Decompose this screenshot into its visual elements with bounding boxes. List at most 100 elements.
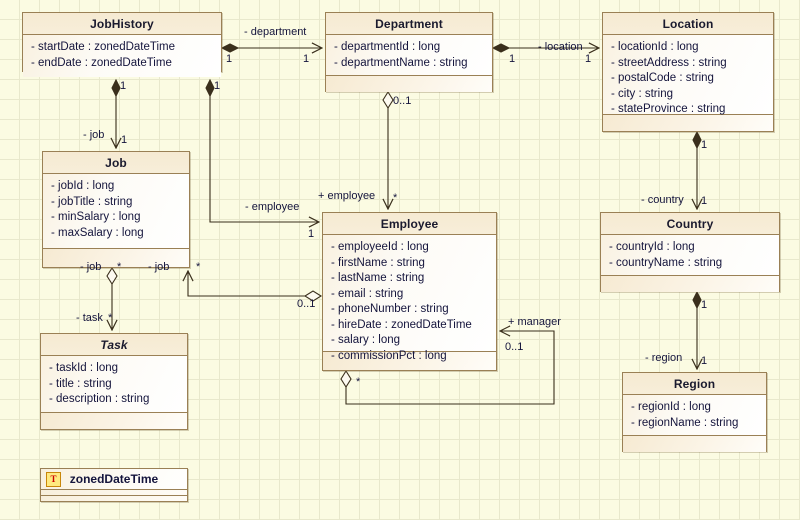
class-attributes-department: - departmentId : long - departmentName :… (326, 35, 492, 75)
class-title-region: Region (623, 373, 766, 395)
attribute: - countryId : long (609, 241, 695, 253)
attribute: - description : string (49, 393, 150, 405)
edge-label-location: - location (538, 41, 583, 53)
class-title-department: Department (326, 13, 492, 35)
diamond-hollow-department-employee (382, 90, 394, 110)
attribute: - endDate : zonedDateTime (31, 56, 172, 69)
multiplicity: 1 (121, 134, 128, 146)
attribute: - phoneNumber : string (331, 303, 449, 315)
edge-label-job-aggregation: - job (80, 261, 102, 273)
edge-employee-job (188, 271, 305, 297)
datatype-band-2 (41, 496, 187, 501)
edge-label-region: - region (645, 352, 683, 364)
attribute: - locationId : long (611, 41, 699, 53)
class-attributes-employee: - employeeId : long - firstName : string… (323, 235, 496, 362)
class-operations-job (43, 248, 189, 267)
multiplicity: 1 (120, 80, 127, 92)
edge-label-employee-from-department: + employee (318, 190, 376, 202)
attribute: - departmentId : long (334, 41, 441, 53)
class-title-job: Job (43, 152, 189, 174)
attribute: - firstName : string (331, 256, 425, 269)
class-box-department[interactable]: Department - departmentId : long - depar… (325, 12, 493, 92)
attribute: - taskId : long (49, 362, 119, 374)
class-box-region[interactable]: Region - regionId : long - regionName : … (622, 372, 767, 452)
attribute: - salary : long (331, 334, 401, 346)
datatype-box-zoneddatetime[interactable]: T zonedDateTime (40, 468, 188, 502)
multiplicity: * (393, 192, 398, 204)
edge-label-job-from-jobhistory: - job (83, 129, 105, 141)
multiplicity: 0..1 (505, 341, 524, 353)
datatype-header: T zonedDateTime (41, 469, 187, 490)
attribute: - title : string (49, 377, 112, 390)
diamond-filled-location-country (692, 130, 702, 150)
multiplicity: 1 (308, 228, 315, 240)
class-box-employee[interactable]: Employee - employeeId : long - firstName… (322, 212, 497, 371)
attribute: - regionId : long (631, 401, 711, 413)
multiplicity: 1 (701, 139, 708, 151)
attribute: - city : string (611, 87, 673, 100)
class-operations-location (603, 114, 773, 131)
class-operations-employee (323, 351, 496, 370)
attribute: - hireDate : zonedDateTime (331, 318, 472, 331)
class-attributes-job: - jobId : long - jobTitle : string - min… (43, 174, 189, 248)
attribute: - startDate : zonedDateTime (31, 41, 176, 53)
class-operations-region (623, 435, 766, 452)
edge-label-department: - department (244, 26, 307, 38)
multiplicity: * (117, 261, 122, 273)
class-attributes-task: - taskId : long - title : string - descr… (41, 356, 187, 412)
attribute: - streetAddress : string (611, 56, 727, 69)
attribute: - jobTitle : string (51, 195, 133, 208)
edge-label-job-from-employee: - job (148, 261, 170, 273)
multiplicity: * (356, 376, 361, 388)
class-attributes-location: - locationId : long - streetAddress : st… (603, 35, 773, 115)
diamond-filled-department-location (491, 43, 511, 53)
attribute: - maxSalary : long (51, 226, 144, 239)
attribute: - stateProvince : string (611, 103, 726, 115)
multiplicity: 1 (701, 195, 708, 207)
attribute: - lastName : string (331, 272, 425, 284)
multiplicity: 1 (509, 53, 516, 65)
diamond-hollow-employee-manager (340, 369, 352, 389)
class-operations-department (326, 75, 492, 92)
diamond-filled-jobhistory-job (111, 78, 121, 98)
attribute: - countryName : string (609, 256, 723, 269)
attribute: - employeeId : long (331, 241, 429, 253)
class-attributes-jobhistory: - startDate : zonedDateTime - endDate : … (23, 35, 221, 77)
class-box-country[interactable]: Country - countryId : long - countryName… (600, 212, 780, 292)
attribute: - departmentName : string (334, 56, 468, 69)
class-attributes-region: - regionId : long - regionName : string (623, 395, 766, 435)
diamond-filled-country-region (692, 290, 702, 310)
multiplicity: 1 (701, 299, 708, 311)
class-title-employee: Employee (323, 213, 496, 235)
class-operations-country (601, 275, 779, 292)
datatype-title: zonedDateTime (69, 472, 159, 486)
class-title-country: Country (601, 213, 779, 235)
class-box-location[interactable]: Location - locationId : long - streetAdd… (602, 12, 774, 132)
multiplicity: * (108, 312, 113, 324)
multiplicity: 1 (701, 355, 708, 367)
edge-label-country: - country (641, 194, 684, 206)
attribute: - commissionPct : long (331, 349, 447, 362)
diamond-filled-jobhistory-department (220, 43, 240, 53)
edge-label-employee-from-jobhistory: - employee (245, 201, 300, 213)
attribute: - jobId : long (51, 180, 115, 192)
class-attributes-country: - countryId : long - countryName : strin… (601, 235, 779, 275)
datatype-band-1 (41, 490, 187, 496)
multiplicity: 1 (226, 53, 233, 65)
multiplicity: 1 (585, 53, 592, 65)
multiplicity: * (196, 261, 201, 273)
class-operations-task (41, 412, 187, 429)
multiplicity: 1 (303, 53, 310, 65)
class-title-task: Task (41, 334, 187, 356)
class-box-job[interactable]: Job - jobId : long - jobTitle : string -… (42, 151, 190, 268)
datatype-t-icon: T (46, 472, 61, 487)
edge-label-manager: + manager (508, 316, 561, 328)
multiplicity: 0..1 (297, 298, 316, 310)
diamond-hollow-job-task (106, 266, 118, 286)
class-box-task[interactable]: Task - taskId : long - title : string - … (40, 333, 188, 430)
edge-label-task: - task (76, 312, 103, 324)
attribute: - email : string (331, 287, 404, 300)
attribute: - minSalary : long (51, 211, 141, 223)
class-box-jobhistory[interactable]: JobHistory - startDate : zonedDateTime -… (22, 12, 222, 77)
